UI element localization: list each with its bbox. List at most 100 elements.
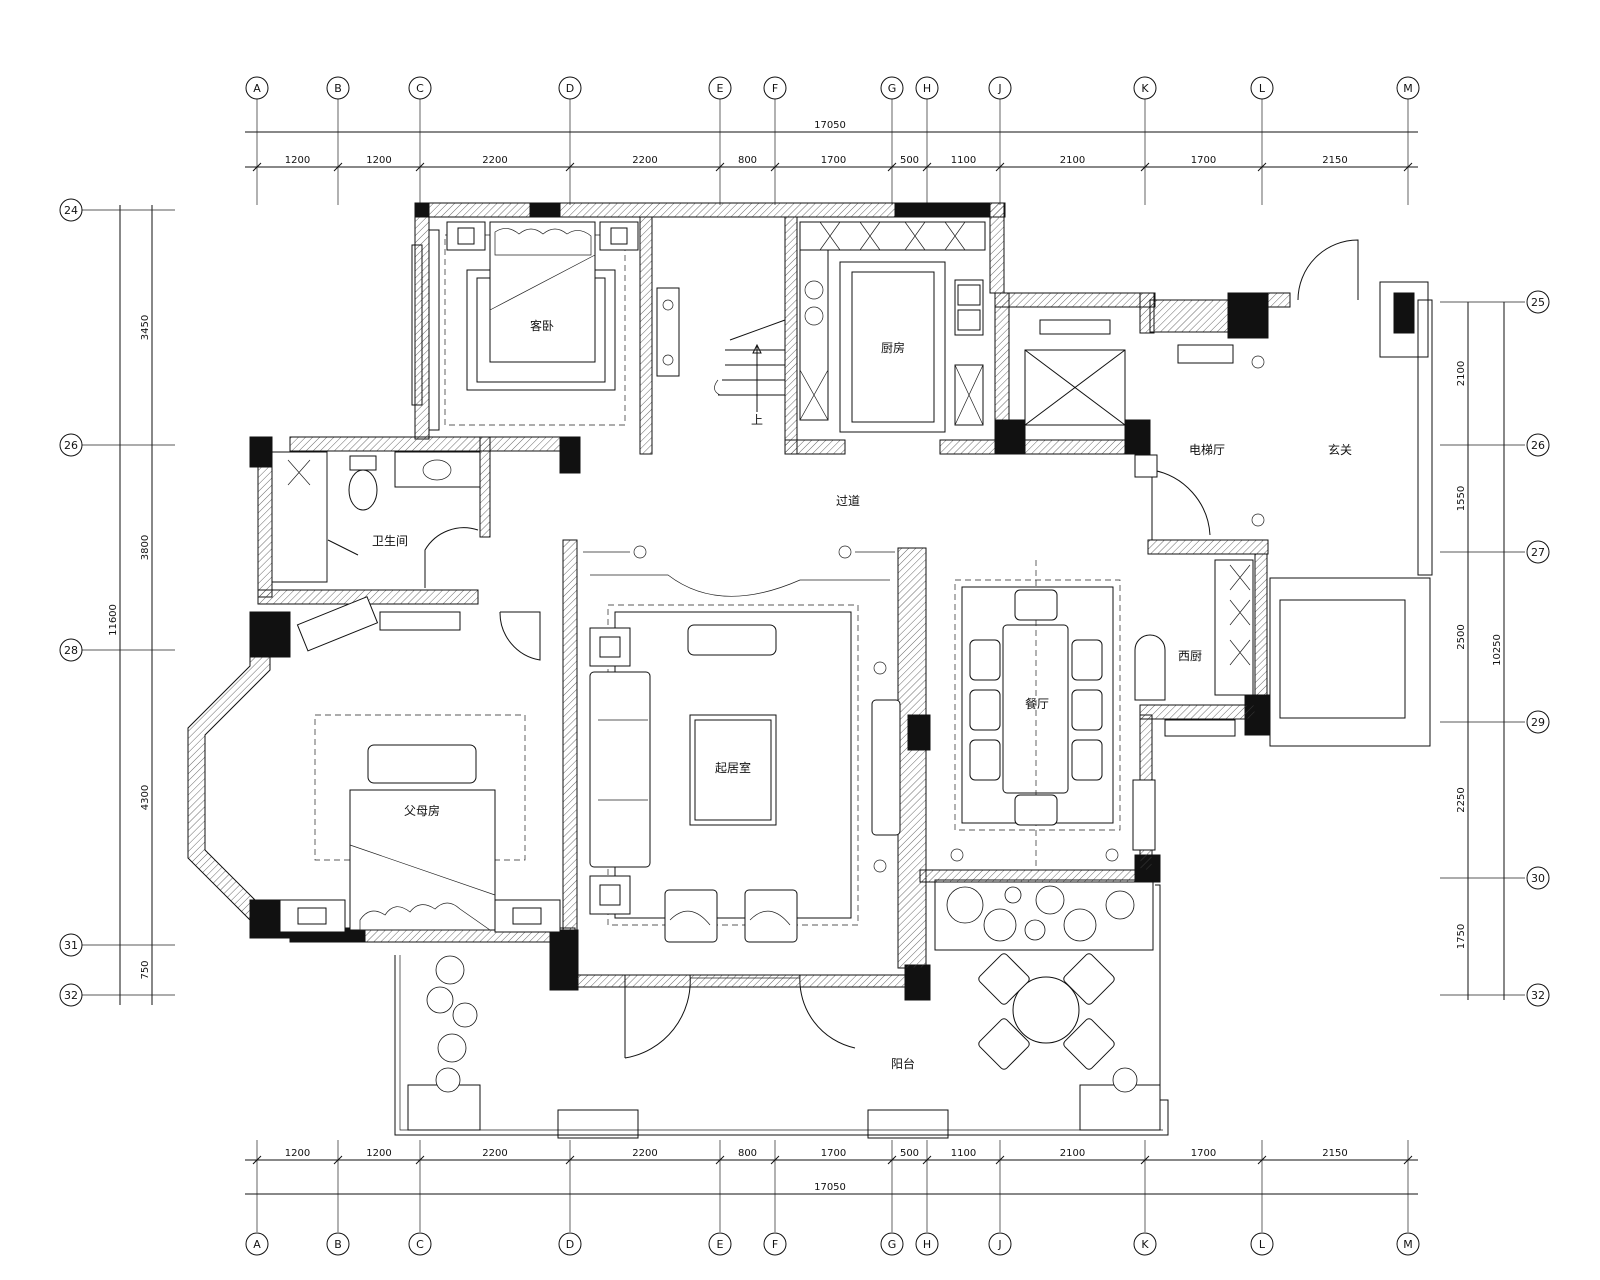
grid-bubble-left-32: 32 [59,983,83,1007]
dim-tick [1257,1155,1267,1165]
dim-top-segment: 1100 [951,155,976,166]
overall-dimension-left: 11600 [108,604,119,636]
label-living-room: 起居室 [715,760,751,775]
dim-tick [1257,162,1267,172]
dim-right-segment: 1550 [1456,486,1467,511]
grid-bubble-bottom-f: F [763,1232,787,1256]
grid-bubble-left-26-label: 26 [64,439,78,452]
grid-bubble-right-32: 32 [1526,983,1550,1007]
grid-bubble-bottom-g-label: G [888,1238,897,1251]
grid-bubble-m: M [1396,76,1420,100]
grid-bubble-h: H [915,76,939,100]
grid-bubble-f: F [763,76,787,100]
label-bathroom: 卫生间 [372,534,408,548]
grid-bubble-m-label: M [1403,82,1413,95]
dim-top-segment: 500 [900,155,919,166]
grid-bubble-e: E [708,76,732,100]
planter-greenery [426,879,1154,1093]
grid-bubble-right-30-label: 30 [1531,872,1545,885]
dim-tick [1140,162,1150,172]
grid-bubble-left-28-label: 28 [64,644,78,657]
label-elevator-hall: 电梯厅 [1189,443,1225,457]
dim-bottom-segment: 1200 [366,1148,391,1159]
grid-bubble-right-26-label: 26 [1531,439,1545,452]
dim-tick [1403,162,1413,172]
label-corridor: 过道 [836,494,860,508]
grid-bubble-right-30: 30 [1526,866,1550,890]
dim-tick [1140,1155,1150,1165]
grid-bubble-a: A [245,76,269,100]
dim-bottom-segment: 2100 [1060,1148,1085,1159]
grid-bubble-bottom-g: G [880,1232,904,1256]
label-stair-up: 上 [751,413,763,427]
dim-bottom-segment: 2200 [632,1148,657,1159]
grid-bubble-bottom-m-label: M [1403,1238,1413,1251]
dim-left-segment: 3800 [140,535,151,560]
furniture [271,221,1359,1070]
grid-bubble-left-24: 24 [59,198,83,222]
grid-bubble-k: K [1133,76,1157,100]
dim-tick [995,1155,1005,1165]
grid-bubble-bottom-f-label: F [772,1238,778,1251]
dim-left-segment: 3450 [140,315,151,340]
dim-bottom-segment: 1100 [951,1148,976,1159]
dim-top-segment: 1700 [1191,155,1216,166]
grid-bubble-d-label: D [566,82,574,95]
grid-bubble-g: G [880,76,904,100]
dim-tick [333,1155,343,1165]
dim-bottom-segment: 800 [738,1148,757,1159]
dim-top-segment: 1200 [366,155,391,166]
grid-bubble-l-label: L [1259,82,1266,95]
grid-bubble-right-29: 29 [1526,710,1550,734]
overall-dimension-bottom: 17050 [814,1182,846,1193]
dim-tick [770,1155,780,1165]
grid-bubble-bottom-e: E [708,1232,732,1256]
grid-bubble-bottom-c-label: C [416,1238,424,1251]
grid-bubble-l: L [1250,76,1274,100]
dim-tick [922,1155,932,1165]
overall-dimension-top: 17050 [814,120,846,131]
label-dining-room: 餐厅 [1025,696,1049,711]
label-western-kitchen: 西厨 [1178,649,1202,663]
grid-bubble-d: D [558,76,582,100]
dim-top-segment: 1200 [285,155,310,166]
dim-right-segment: 2100 [1456,361,1467,386]
grid-bubble-right-32-label: 32 [1531,989,1545,1002]
dim-top-segment: 800 [738,155,757,166]
grid-bubble-e-label: E [717,82,724,95]
grid-bubble-bottom-j-label: J [997,1238,1001,1251]
overall-dimension-right: 10250 [1492,634,1503,666]
grid-bubble-a-label: A [253,82,261,95]
grid-bubble-bottom-b-label: B [334,1238,342,1251]
dim-tick [415,162,425,172]
dim-left-segment: 4300 [140,785,151,810]
grid-bubble-j: J [988,76,1012,100]
dim-tick [1403,1155,1413,1165]
room-labels: 客卧 厨房 电梯厅 玄关 过道 卫生间 起居室 餐厅 西厨 父母房 阳台 上 [372,318,1352,1071]
grid-bubble-left-28: 28 [59,638,83,662]
dim-tick [887,1155,897,1165]
grid-bubble-bottom-b: B [326,1232,350,1256]
grid-bubble-bottom-h: H [915,1232,939,1256]
grid-bubble-k-label: K [1141,82,1149,95]
dim-bottom-segment: 1200 [285,1148,310,1159]
dim-tick [922,162,932,172]
grid-bubble-f-label: F [772,82,778,95]
dim-top-segment: 2200 [482,155,507,166]
grid-bubble-b-label: B [334,82,342,95]
grid-bubble-bottom-e-label: E [717,1238,724,1251]
grid-bubble-bottom-c: C [408,1232,432,1256]
grid-bubble-j-label: J [997,82,1001,95]
dim-tick [415,1155,425,1165]
grid-bubble-c-label: C [416,82,424,95]
grid-bubble-right-29-label: 29 [1531,716,1545,729]
